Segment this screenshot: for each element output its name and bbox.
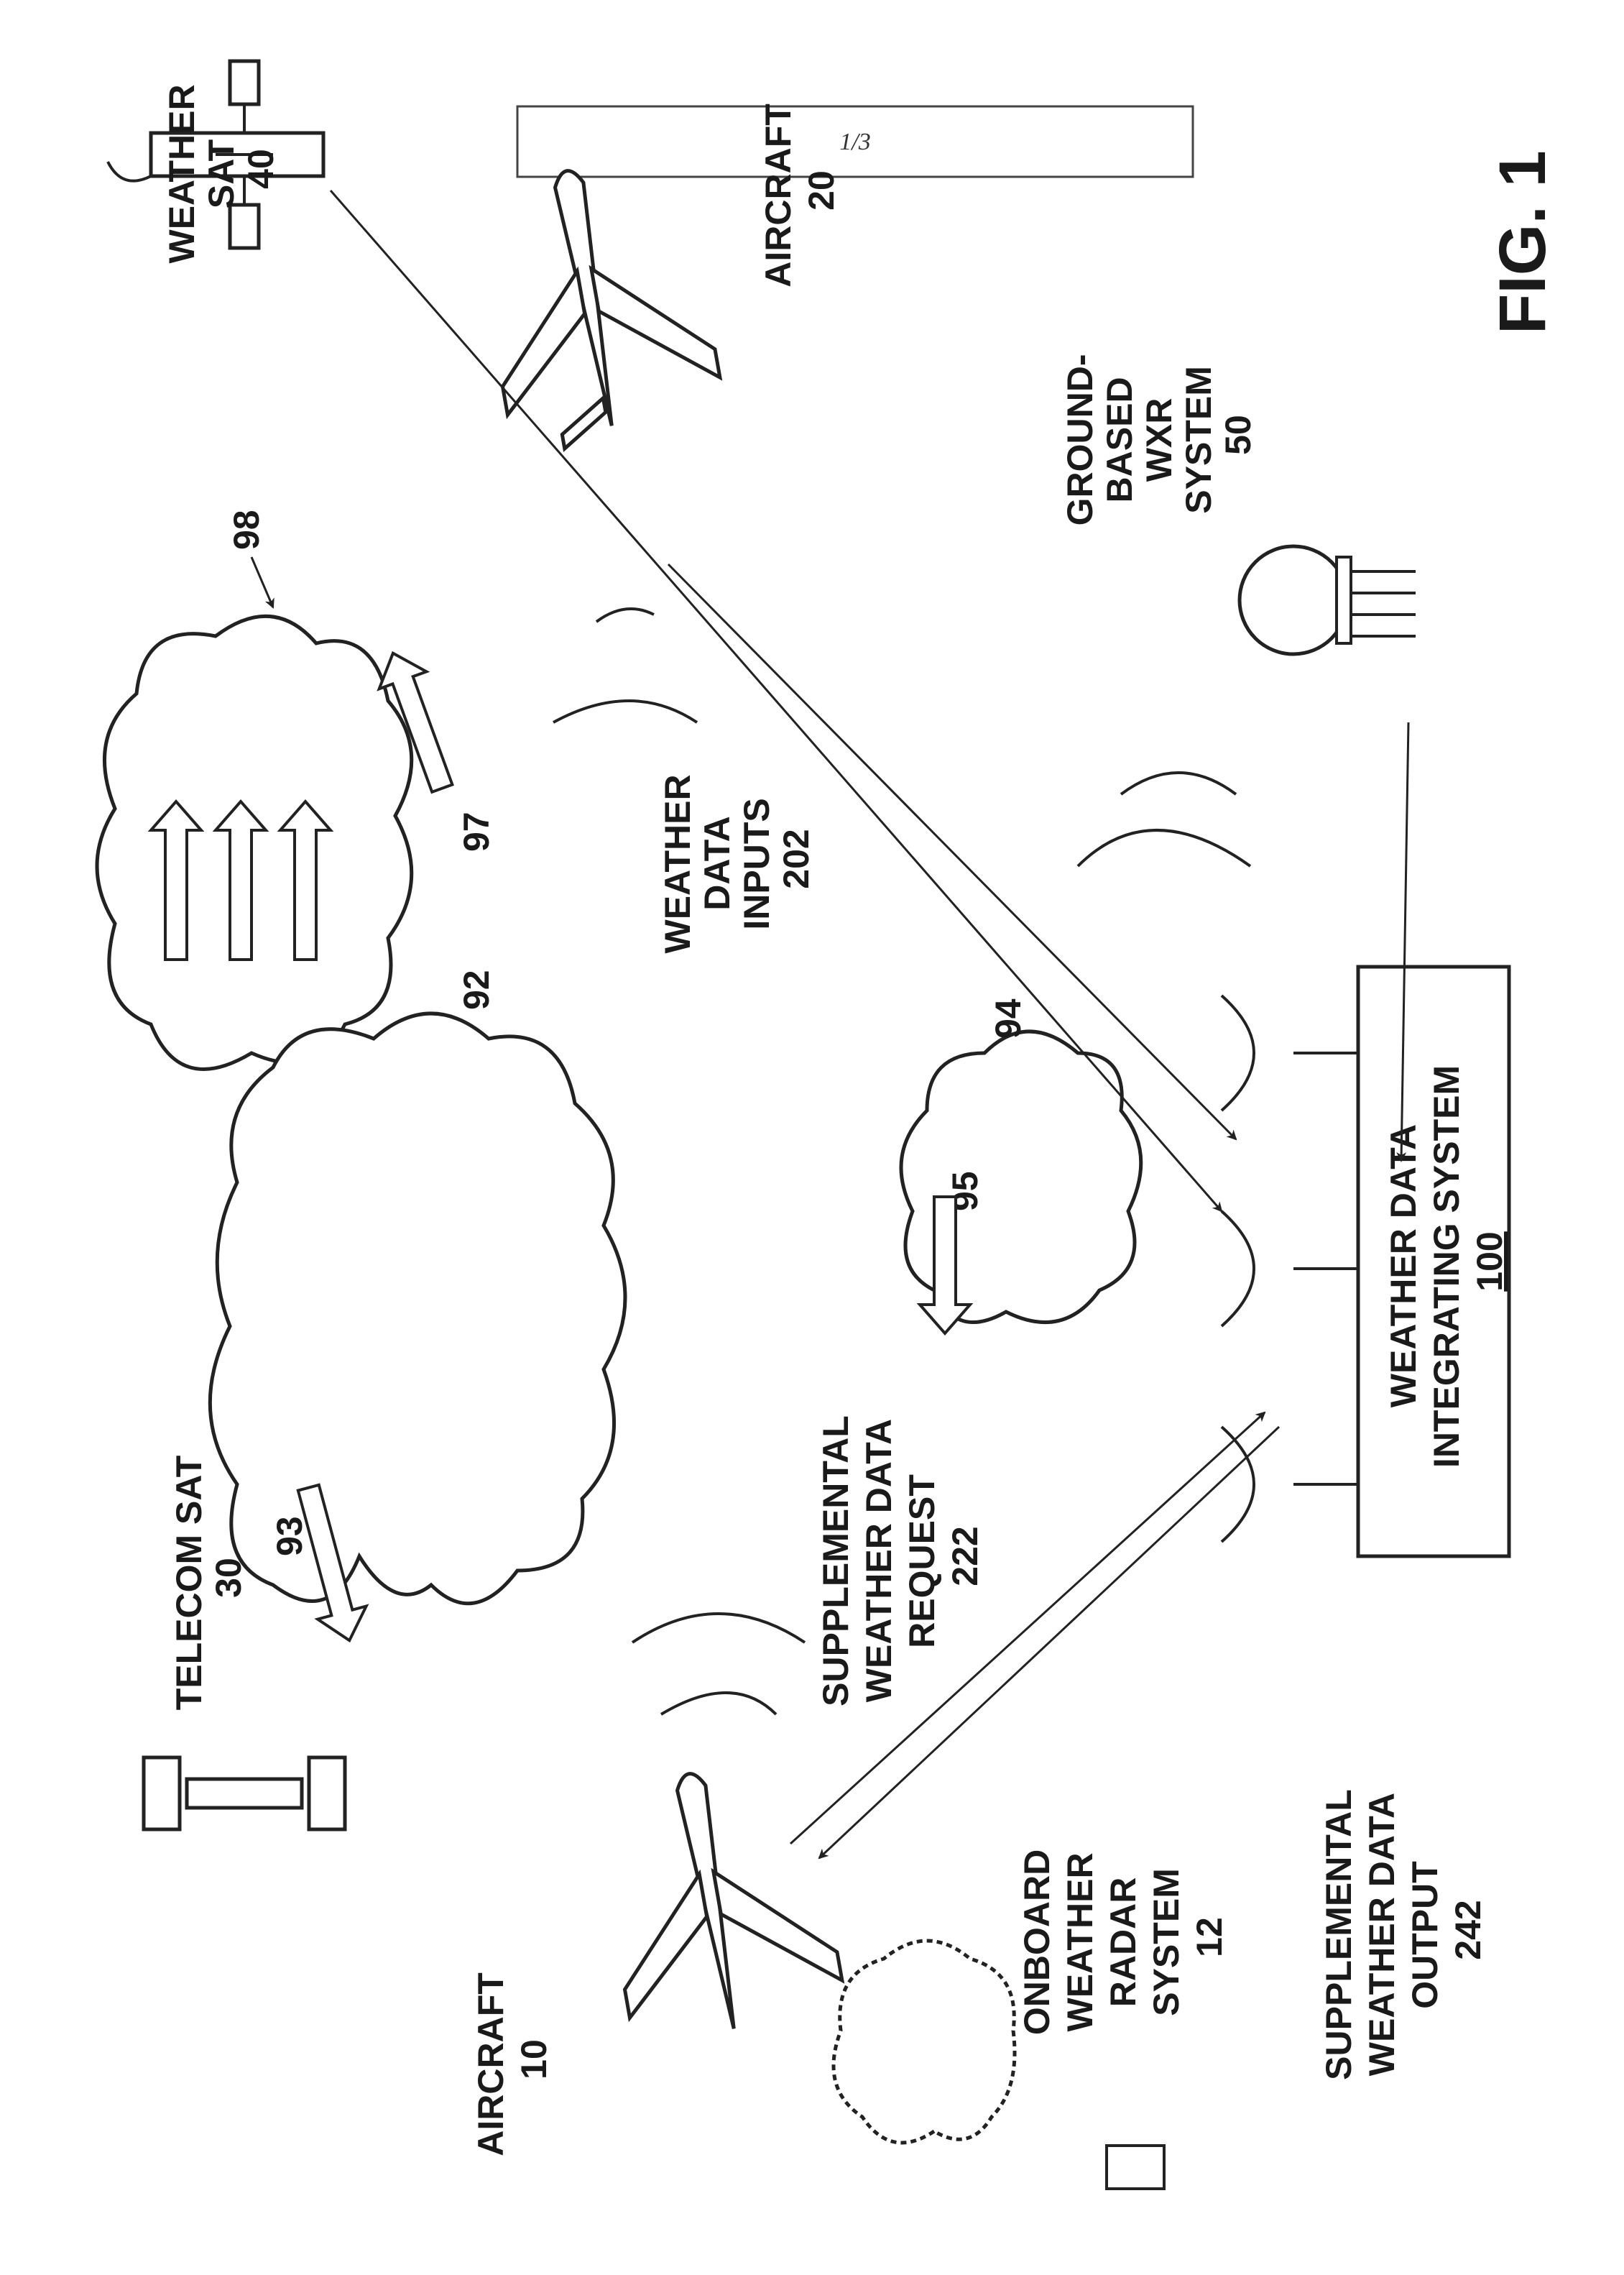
weather-data-inputs-label: WEATHER DATA INPUTS 202 xyxy=(658,765,816,954)
ground-wxr-50-icon xyxy=(1240,546,1416,654)
output-242-label: SUPPLEMENTAL WEATHER DATA OUTPUT 242 xyxy=(1319,1780,1488,2080)
telecom-sat-30-icon xyxy=(144,1757,345,1829)
cloud-92 xyxy=(210,1014,625,1604)
aircraft-20-icon xyxy=(468,151,727,457)
aircraft-10-label: AIRCRAFT 10 xyxy=(471,1962,554,2156)
page-header: 1/3 xyxy=(517,106,1193,177)
ref-94: 94 xyxy=(988,998,1028,1039)
ref-97: 97 xyxy=(456,812,497,852)
cloud-96 xyxy=(97,616,412,1069)
integrating-system-box: WEATHER DATA INTEGRATING SYSTEM 100 xyxy=(1222,967,1510,1556)
svg-text:1/3: 1/3 xyxy=(839,129,870,155)
weather-sat-40-label: WEATHER SAT 40 xyxy=(162,75,281,264)
ref-92: 92 xyxy=(456,970,497,1010)
request-222-label: SUPPLEMENTAL WEATHER DATA REQUEST 222 xyxy=(816,1406,985,1706)
ref-93: 93 xyxy=(269,1516,310,1556)
ground-wxr-50-label: GROUND- BASED WXR SYSTEM 50 xyxy=(1060,344,1258,526)
radar-12-label: ONBOARD WEATHER RADAR SYSTEM 12 xyxy=(1017,1839,1229,2035)
ref-98: 98 xyxy=(226,510,267,550)
figure-label: FIG. 1 xyxy=(1486,150,1559,334)
aircraft-10-icon xyxy=(590,1754,847,2046)
